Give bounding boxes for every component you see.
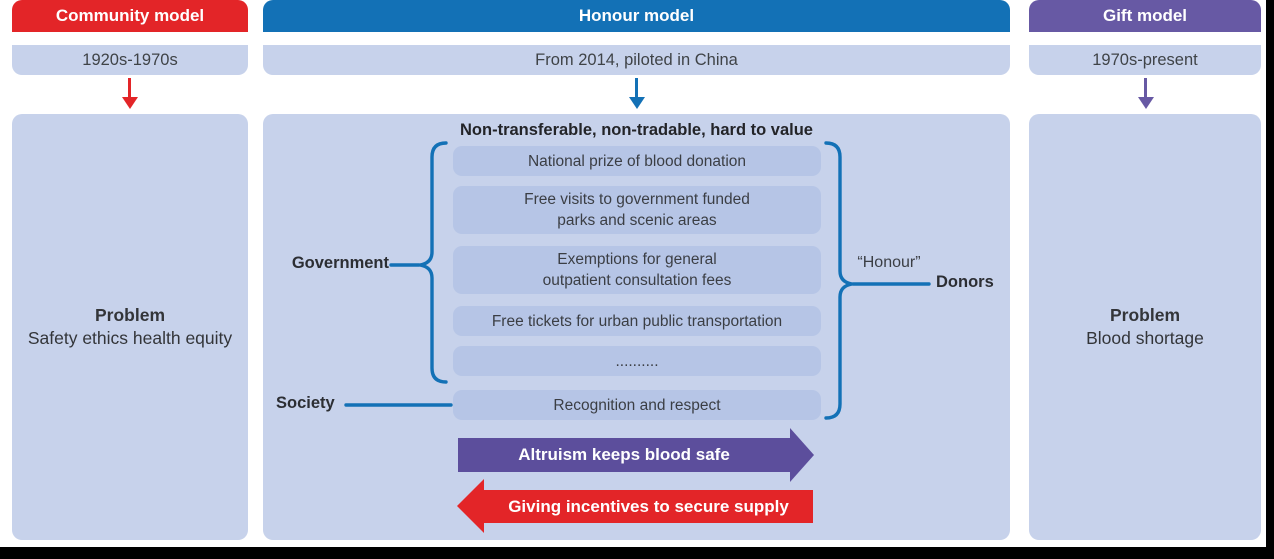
community-problem-panel: Problem Safety ethics health equity <box>12 114 248 540</box>
arrow-down-icon <box>122 97 138 109</box>
community-model-header: Community model <box>12 0 248 32</box>
honour-model-header: Honour model <box>263 0 1010 32</box>
arrow-down-icon <box>635 78 638 98</box>
honour-model-period: From 2014, piloted in China <box>263 45 1010 75</box>
gift-problem-label: Problem <box>1109 305 1181 325</box>
altruism-arrow-label: Altruism keeps blood safe <box>458 438 790 472</box>
society-label: Society <box>276 394 335 412</box>
arrow-down-icon <box>1138 97 1154 109</box>
arrow-down-icon <box>629 97 645 109</box>
community-model-period: 1920s-1970s <box>12 45 248 75</box>
arrow-left-icon <box>457 479 484 533</box>
arrow-down-icon <box>128 78 131 98</box>
gift-model-period: 1970s-present <box>1029 45 1261 75</box>
incentive-item: Exemptions for general outpatient consul… <box>453 246 821 294</box>
frame-right-edge <box>1266 0 1274 559</box>
incentive-item: Recognition and respect <box>453 390 821 420</box>
incentive-item: National prize of blood donation <box>453 146 821 176</box>
community-problem-text: Safety ethics health equity <box>27 328 233 348</box>
incentive-item: Free visits to government funded parks a… <box>453 186 821 234</box>
community-problem-label: Problem <box>94 305 166 325</box>
honour-model-panel: Non-transferable, non-tradable, hard to … <box>263 114 1010 540</box>
honour-quote-label: “Honour” <box>857 254 921 271</box>
gift-model-header: Gift model <box>1029 0 1261 32</box>
gift-problem-panel: Problem Blood shortage <box>1029 114 1261 540</box>
frame-bottom-edge <box>0 547 1274 559</box>
incentive-item: Free tickets for urban public transporta… <box>453 306 821 336</box>
arrow-right-icon <box>790 428 814 482</box>
government-label: Government <box>291 254 389 272</box>
arrow-down-icon <box>1144 78 1147 98</box>
incentive-item: .......... <box>453 346 821 376</box>
right-brace-icon <box>824 141 853 420</box>
donors-label: Donors <box>936 273 994 291</box>
gift-problem-text: Blood shortage <box>1086 328 1204 348</box>
honour-panel-title: Non-transferable, non-tradable, hard to … <box>460 121 813 139</box>
left-brace-icon <box>419 141 448 384</box>
incentives-arrow-label: Giving incentives to secure supply <box>484 490 813 523</box>
